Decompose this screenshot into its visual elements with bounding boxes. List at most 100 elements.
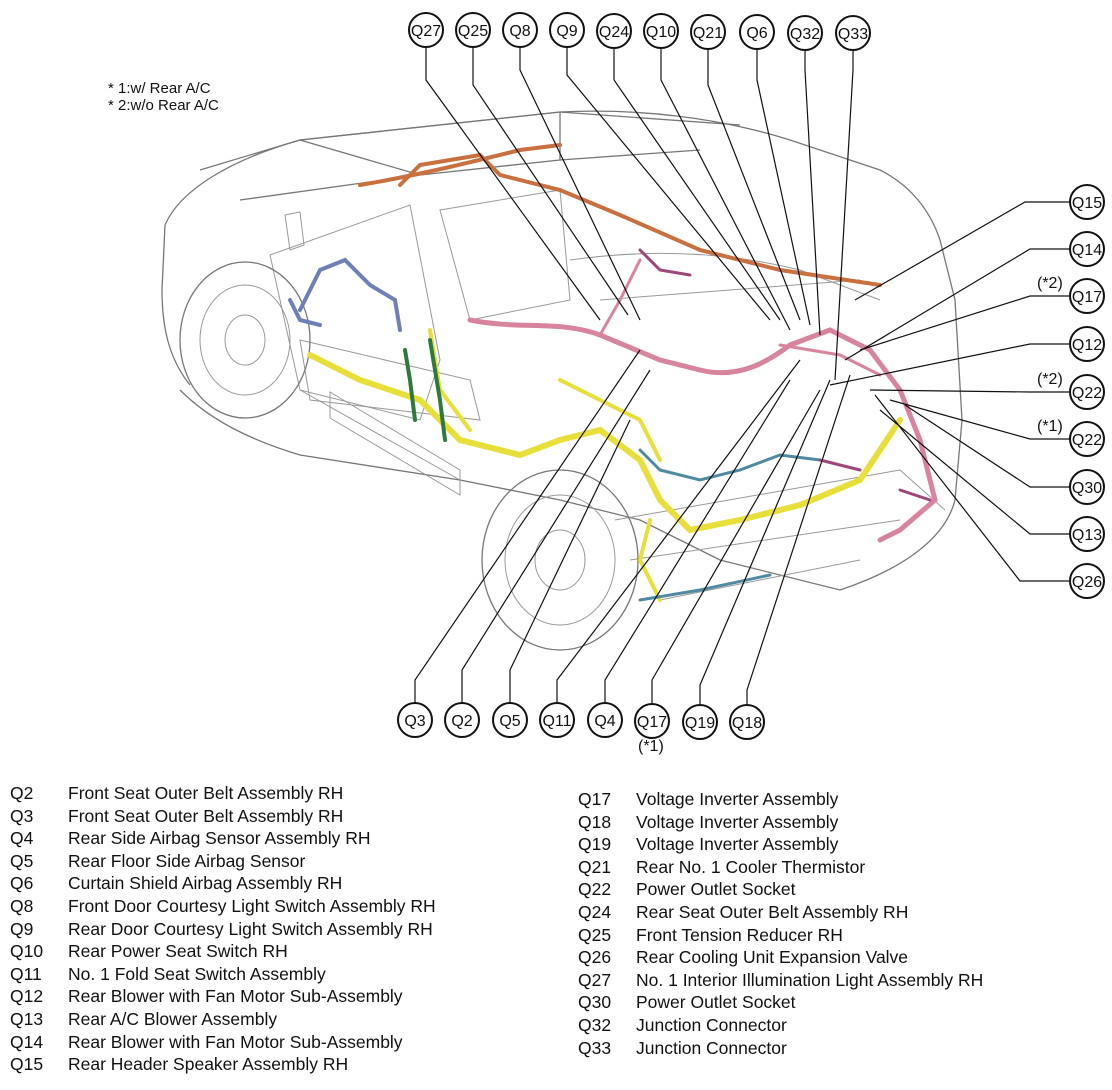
callout-label: Q33 (838, 26, 868, 43)
callout-circle (539, 702, 575, 738)
callout-circle (634, 703, 670, 739)
legend-code: Q32 (578, 1014, 612, 1035)
legend-row: Q30 Power Outlet Socket (578, 991, 1098, 1014)
legend-code: Q18 (578, 811, 612, 832)
legend-description: Curtain Shield Airbag Assembly RH (68, 873, 343, 894)
legend-code: Q4 (10, 828, 34, 849)
legend-code: Q5 (10, 850, 34, 871)
legend-code: Q26 (578, 947, 612, 968)
legend-description: Junction Connector (636, 1014, 787, 1035)
legend-description: No. 1 Interior Illumination Light Assemb… (636, 969, 984, 990)
legend-code: Q6 (10, 873, 34, 894)
legend-description: No. 1 Fold Seat Switch Assembly (68, 963, 326, 984)
callout-q17b: Q17(*1) (634, 703, 670, 755)
legend-description: Rear Blower with Fan Motor Sub-Assembly (68, 986, 403, 1007)
callout-q12: Q12 (1069, 326, 1105, 362)
callout-circle (1069, 184, 1105, 220)
legend-row: Q4 Rear Side Airbag Sensor Assembly RH (10, 827, 550, 850)
legend-code: Q17 (578, 789, 612, 809)
legend-description: Rear No. 1 Cooler Thermistor (636, 856, 866, 877)
callout-circle (1069, 421, 1105, 457)
callout-circle (787, 15, 823, 51)
callout-circle (1069, 563, 1105, 599)
callout-q25: Q25 (455, 12, 491, 48)
legend-code: Q30 (578, 992, 612, 1013)
legend-description: Front Tension Reducer RH (636, 924, 843, 945)
rear-wheel (481, 469, 639, 651)
callout-label: Q9 (556, 23, 577, 40)
legend-code: Q2 (10, 783, 34, 803)
wire-harness-group (288, 143, 938, 602)
callout-label: Q13 (1072, 527, 1102, 544)
front-wheel (179, 261, 311, 419)
legend-code: Q24 (578, 901, 612, 922)
legend-description: Rear Blower with Fan Motor Sub-Assembly (68, 1031, 403, 1052)
callout-q10: Q10 (643, 13, 679, 49)
callout-circle (596, 13, 632, 49)
callout-label: Q18 (732, 715, 762, 732)
green-pillar-harness (403, 338, 447, 442)
callout-label: Q24 (599, 24, 629, 41)
callout-q2: Q2 (444, 702, 480, 738)
callout-label: Q8 (509, 23, 530, 40)
callout-label: Q26 (1072, 574, 1102, 591)
callout-q30: Q30 (1069, 469, 1105, 505)
legend-description: Rear Power Seat Switch RH (68, 941, 288, 962)
callout-q14: Q14 (1069, 231, 1105, 267)
callout-q17r: Q17(*2) (1037, 275, 1105, 314)
callout-label: Q4 (594, 713, 615, 730)
callout-q4: Q4 (587, 702, 623, 738)
magenta-harness (638, 248, 932, 502)
legend-description: Front Seat Outer Belt Assembly RH (68, 805, 344, 826)
legend-description: Front Door Courtesy Light Switch Assembl… (68, 895, 436, 916)
callout-label: Q22 (1072, 432, 1102, 449)
legend-code: Q22 (578, 879, 612, 900)
legend-description: Power Outlet Socket (636, 992, 796, 1013)
teal-seat-harness (638, 448, 822, 602)
legend-code: Q10 (10, 941, 44, 962)
legend-description: Rear Side Airbag Sensor Assembly RH (68, 828, 371, 849)
legend-description: Rear Cooling Unit Expansion Valve (636, 947, 909, 968)
legend-description: Rear Header Speaker Assembly RH (68, 1054, 349, 1075)
callout-q8: Q8 (502, 12, 538, 48)
callout-label: Q10 (646, 24, 676, 41)
callout-q18: Q18 (729, 704, 765, 740)
legend-code: Q3 (10, 805, 34, 826)
blue-door-harness (288, 257, 402, 332)
callout-circle (1069, 374, 1105, 410)
legend-description: Junction Connector (636, 1037, 787, 1058)
callout-label: Q12 (1072, 337, 1102, 354)
callout-circle (690, 14, 726, 50)
callout-label: Q3 (404, 713, 425, 730)
callout-circle (587, 702, 623, 738)
callout-q11: Q11 (539, 702, 575, 738)
legend-code: Q15 (10, 1054, 44, 1075)
legend-description: Voltage Inverter Assembly (636, 811, 839, 832)
callout-circle (549, 12, 585, 48)
legend-row: Q10 Rear Power Seat Switch RH (10, 940, 550, 963)
legend-row: Q3 Front Seat Outer Belt Assembly RH (10, 805, 550, 828)
callout-label: Q2 (451, 713, 472, 730)
callout-q33: Q33 (835, 15, 871, 51)
callout-circle (835, 15, 871, 51)
callout-label: Q5 (499, 713, 520, 730)
vehicle-wiring-diagram: * 1:w/ Rear A/C * 2:w/o Rear A/C (108, 12, 1105, 755)
callout-label: Q19 (685, 715, 715, 732)
callout-q21: Q21 (690, 14, 726, 50)
legend-description: Front Seat Outer Belt Assembly RH (68, 783, 344, 803)
legend-code: Q19 (578, 834, 612, 855)
callout-variant-note: (*1) (1037, 418, 1063, 435)
pink-main-harness (467, 317, 938, 543)
